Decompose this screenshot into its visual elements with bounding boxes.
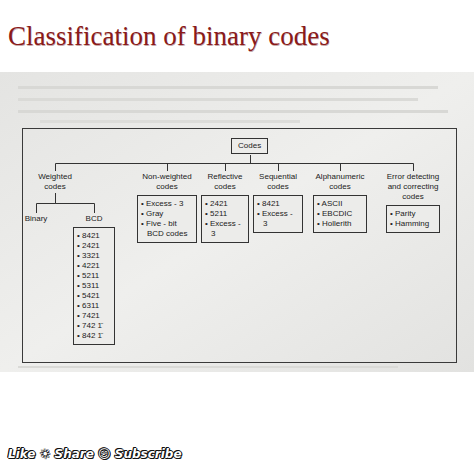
list-item: • 6311 [77, 301, 111, 311]
code-list-node: Error detecting and correcting codes • Pa… [381, 172, 445, 233]
diagram-title: Classification of binary codes [8, 20, 330, 52]
faint-text-line [18, 366, 398, 368]
list-heading: Reflective codes [202, 172, 248, 192]
code-list-node: BCD• 8421• 2421• 3321• 4221• 5211• 5311•… [73, 214, 115, 345]
list-heading: Non-weighted codes [138, 172, 196, 192]
box-label: Codes [238, 141, 261, 151]
code-list-node: Non-weighted codes • Excess - 3• Gray• Fi… [137, 172, 197, 243]
footer-note: Like ☀ Share 😊 Subscribe [8, 447, 182, 461]
root-box: Codes [231, 138, 268, 154]
list-item: • Hollerith [317, 219, 363, 229]
code-list-node: Reflective codes • 2421• 5211• Excess - 3 [201, 172, 249, 243]
code-list-box: • Parity• Hamming [386, 205, 440, 233]
faint-text-line [18, 98, 418, 101]
code-list-box: • ASCII• EBCDIC• Hollerith [313, 195, 367, 233]
list-item: • Gray [141, 209, 193, 219]
faint-text-line [40, 120, 300, 123]
list-item: • Hamming [390, 219, 436, 229]
tree-connector [168, 155, 251, 171]
code-list-node: Alphanumeric codes • ASCII• EBCDIC• Holle… [311, 172, 369, 233]
list-item: • 2421 [205, 199, 245, 209]
tree-connector [56, 193, 95, 213]
list-item: • 5421 [77, 291, 111, 301]
code-list-box: • 8421• 2421• 3321• 4221• 5211• 5311• 54… [73, 227, 115, 345]
list-item: • 5211 [205, 209, 245, 219]
list-heading: Error detecting and correcting codes [381, 172, 445, 202]
heading-text: Weighted codes [32, 172, 78, 192]
list-item: • 5211 [77, 271, 111, 281]
list-item: • Parity [390, 209, 436, 219]
tree-connector [251, 155, 414, 171]
faint-text-line [18, 86, 438, 89]
list-heading: BCD [79, 214, 109, 224]
list-item: • Excess - 3 [141, 199, 193, 209]
list-item: • 3321 [77, 251, 111, 261]
code-list-box: • Excess - 3• Gray• Five - bit BCD codes [137, 195, 197, 243]
list-item: • 842 1̄ [77, 331, 111, 341]
tree-connector [226, 155, 251, 171]
category-heading: Binary [21, 214, 51, 224]
list-heading: Sequential codes [255, 172, 301, 192]
list-item: • 8421 [77, 231, 111, 241]
list-item: • 7421 [77, 311, 111, 321]
heading-text: Binary [21, 214, 51, 224]
list-item: • 5311 [77, 281, 111, 291]
list-item: • Excess - 3 [205, 219, 245, 239]
figure-frame [23, 129, 457, 363]
tree-connector [37, 193, 56, 213]
list-item: • Excess - 3 [257, 209, 299, 229]
list-item: • EBCDIC [317, 209, 363, 219]
faint-text-line [18, 110, 448, 113]
list-item: • 4221 [77, 261, 111, 271]
list-heading: Alphanumeric codes [311, 172, 369, 192]
list-item: • ASCII [317, 199, 363, 209]
list-item: • Five - bit BCD codes [141, 219, 193, 239]
code-list-box: • 8421• Excess - 3 [253, 195, 303, 233]
list-item: • 742 1̄ [77, 321, 111, 331]
category-heading: Weighted codes [32, 172, 78, 192]
code-list-box: • 2421• 5211• Excess - 3 [201, 195, 249, 243]
list-item: • 8421 [257, 199, 299, 209]
list-item: • 2421 [77, 241, 111, 251]
tree-connector [56, 155, 251, 171]
code-list-node: Sequential codes • 8421• Excess - 3 [253, 172, 303, 233]
page-ground [0, 72, 474, 372]
